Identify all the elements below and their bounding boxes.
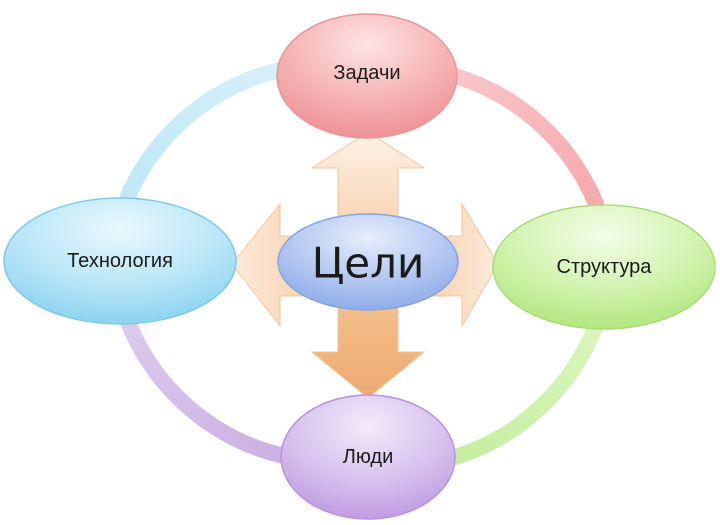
node-left: Технология — [3, 197, 237, 325]
ring-segment-bottom-right — [444, 322, 602, 466]
node-bottom-label: Люди — [343, 446, 394, 468]
node-top: Задачи — [276, 13, 458, 139]
four-way-arrows — [231, 131, 499, 399]
ring-segment-top-left — [120, 62, 288, 204]
ring-segment-top-right — [447, 68, 604, 212]
connector-ring — [120, 62, 604, 466]
node-right: Структура — [492, 204, 716, 330]
node-top-label: Задачи — [333, 62, 400, 84]
node-right-label: Структура — [557, 256, 653, 278]
node-center-label: Цели — [312, 239, 425, 288]
node-bottom: Люди — [280, 394, 456, 520]
ring-segment-bottom-left — [120, 314, 292, 464]
node-center: Цели — [277, 213, 459, 311]
node-left-label: Технология — [67, 250, 173, 272]
arrow-down — [310, 299, 426, 399]
